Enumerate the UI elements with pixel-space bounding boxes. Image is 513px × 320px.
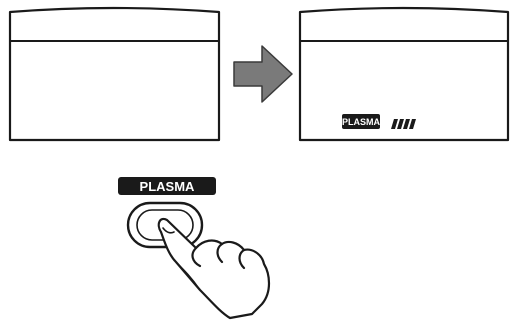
panel-after-outline xyxy=(298,6,510,142)
plasma-status-text: PLASMA xyxy=(342,117,381,127)
plasma-status-badge: PLASMA xyxy=(342,114,381,129)
display-panel-after: PLASMA xyxy=(298,6,510,142)
plasma-button-label: PLASMA xyxy=(118,177,216,195)
panel-before-outline xyxy=(8,6,221,142)
hand-press-icon xyxy=(157,217,271,320)
signal-bars-icon xyxy=(391,119,416,129)
arrow-right-icon xyxy=(233,45,293,103)
plasma-button-label-text: PLASMA xyxy=(140,179,196,194)
display-panel-before xyxy=(8,6,221,142)
